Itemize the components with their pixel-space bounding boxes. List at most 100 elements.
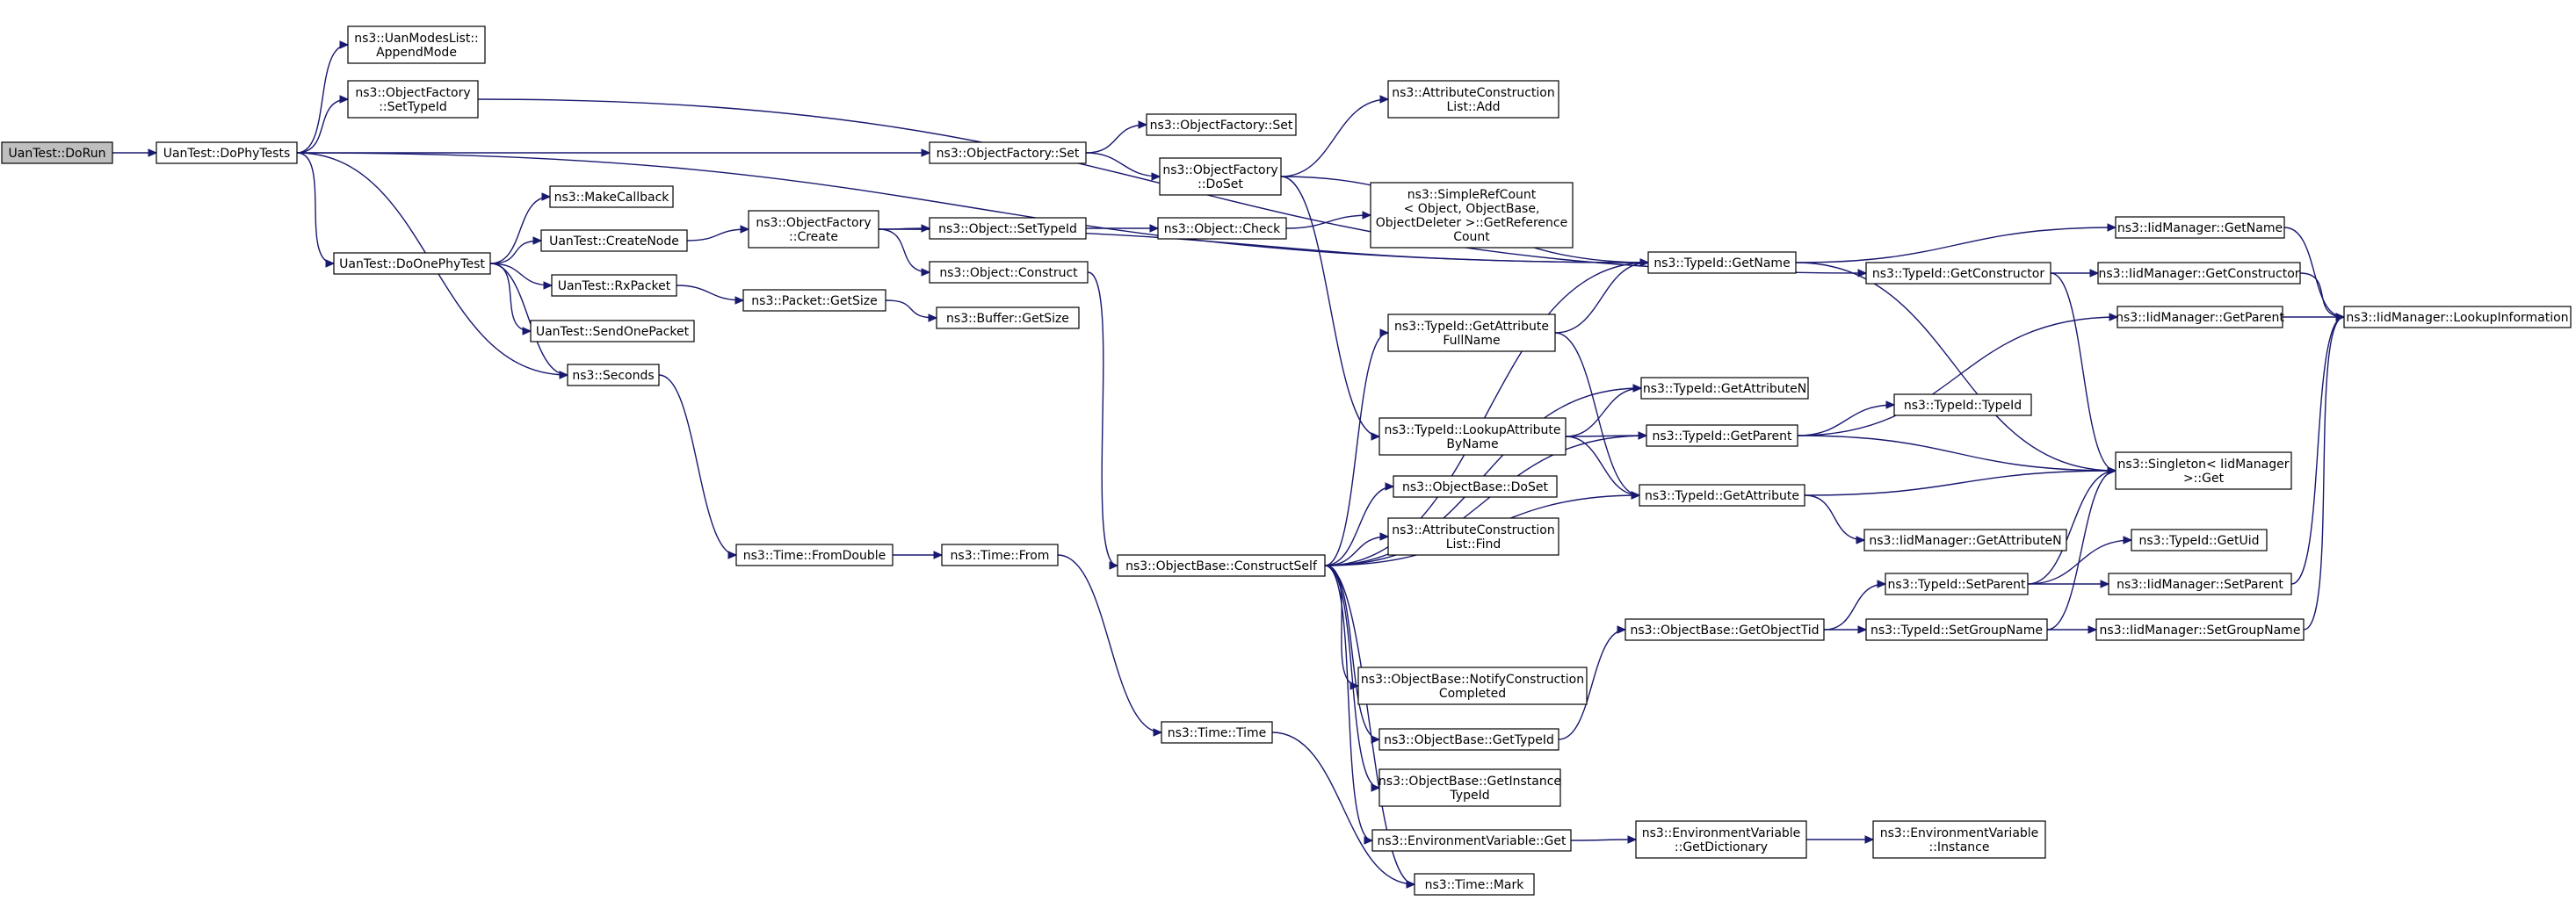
node-obgetobjecttid[interactable]: ns3::ObjectBase::GetObjectTid [1624,618,1825,641]
node-tidsetparent[interactable]: ns3::TypeId::SetParent [1885,573,2029,595]
node-box[interactable] [936,306,1080,329]
node-objsettypeid[interactable]: ns3::Object::SetTypeId [929,217,1087,240]
node-singleton[interactable]: ns3::Singleton< IidManager>::Get [2115,451,2292,490]
node-ofset[interactable]: ns3::ObjectFactory::Set [929,141,1087,164]
node-iidsetparent[interactable]: ns3::IidManager::SetParent [2108,573,2292,595]
node-constructself[interactable]: ns3::ObjectBase::ConstructSelf [1117,554,1326,577]
node-iidgetparent[interactable]: ns3::IidManager::GetParent [2116,306,2284,328]
node-box[interactable] [1157,217,1287,240]
node-box[interactable] [1863,529,2067,551]
node-box[interactable] [551,274,677,297]
node-obgettypeid[interactable]: ns3::ObjectBase::GetTypeId [1378,728,1559,751]
node-box[interactable] [2097,262,2301,285]
node-box[interactable] [1370,182,1574,249]
node-box[interactable] [530,320,695,342]
node-box[interactable] [1378,417,1567,456]
node-box[interactable] [1393,475,1558,498]
node-sendonepacket[interactable]: UanTest::SendOnePacket [530,320,695,342]
node-box[interactable] [929,141,1087,164]
node-envget[interactable]: ns3::EnvironmentVariable::Get [1371,829,1572,852]
node-ofdoset[interactable]: ns3::ObjectFactory::DoSet [1159,157,1282,196]
node-tidsetgroupname[interactable]: ns3::TypeId::SetGroupName [1865,618,2048,641]
node-iidgetname[interactable]: ns3::IidManager::GetName [2115,216,2285,239]
node-box[interactable] [941,544,1059,566]
node-box[interactable] [742,289,886,312]
node-box[interactable] [1865,618,2048,641]
node-box[interactable] [1865,262,2051,285]
node-box[interactable] [540,229,688,252]
node-iidgetattrn[interactable]: ns3::IidManager::GetAttributeN [1863,529,2067,551]
node-box[interactable] [567,364,660,386]
node-doonephytest[interactable]: UanTest::DoOnePhyTest [333,252,491,275]
node-box[interactable] [1893,393,2032,416]
node-makecallback[interactable]: ns3::MakeCallback [549,185,674,208]
node-iidgetconstructor[interactable]: ns3::IidManager::GetConstructor [2097,262,2301,285]
node-dophytests[interactable]: UanTest::DoPhyTests [156,141,298,164]
node-box[interactable] [1647,251,1797,274]
node-box[interactable] [929,217,1087,240]
node-box[interactable] [1387,80,1559,119]
node-createnode[interactable]: UanTest::CreateNode [540,229,688,252]
node-timefrom[interactable]: ns3::Time::From [941,544,1059,566]
node-appendmode[interactable]: ns3::UanModesList::AppendMode [347,25,486,64]
node-envgetdict[interactable]: ns3::EnvironmentVariable::GetDictionary [1635,820,1807,859]
node-timetime[interactable]: ns3::Time::Time [1161,721,1273,744]
node-box[interactable] [347,25,486,64]
node-box[interactable] [1159,157,1282,196]
node-box[interactable] [2343,306,2572,328]
node-tidgetattr[interactable]: ns3::TypeId::GetAttribute [1639,484,1805,507]
node-timefromdouble[interactable]: ns3::Time::FromDouble [735,544,894,566]
node-envinstance[interactable]: ns3::EnvironmentVariable::Instance [1872,820,2046,859]
node-seconds[interactable]: ns3::Seconds [567,364,660,386]
node-box[interactable] [1872,820,2046,859]
node-box[interactable] [2117,306,2283,328]
node-tidgetname[interactable]: ns3::TypeId::GetName [1647,251,1797,274]
node-rxpacket[interactable]: UanTest::RxPacket [551,274,677,297]
node-box[interactable] [929,261,1089,284]
node-box[interactable] [2115,216,2285,239]
node-box[interactable] [2108,573,2292,595]
node-tidgetattrn[interactable]: ns3::TypeId::GetAttributeN [1640,377,1809,400]
node-simplerefcount[interactable]: ns3::SimpleRefCount< Object, ObjectBase,… [1370,182,1574,249]
node-box[interactable] [549,185,674,208]
node-box[interactable] [1161,721,1273,744]
node-box[interactable] [1639,484,1805,507]
node-box[interactable] [1885,573,2029,595]
node-objcheck[interactable]: ns3::Object::Check [1157,217,1287,240]
node-ofsettypeid[interactable]: ns3::ObjectFactory::SetTypeId [347,80,479,119]
node-box[interactable] [735,544,894,566]
node-box[interactable] [1414,873,1535,896]
node-box[interactable] [1640,377,1809,400]
node-box[interactable] [1378,728,1559,751]
node-box[interactable] [1,141,113,164]
node-timemark[interactable]: ns3::Time::Mark [1414,873,1535,896]
node-box[interactable] [2095,618,2305,641]
node-box[interactable] [1635,820,1807,859]
node-tidgetparent[interactable]: ns3::TypeId::GetParent [1646,424,1798,447]
node-box[interactable] [1371,829,1572,852]
node-ofcreate[interactable]: ns3::ObjectFactory::Create [748,210,879,249]
node-box[interactable] [1117,554,1326,577]
node-obnotify[interactable]: ns3::ObjectBase::NotifyConstructionCompl… [1357,667,1588,705]
node-dorun[interactable]: UanTest::DoRun [1,141,113,164]
node-iidlookup[interactable]: ns3::IidManager::LookupInformation [2343,306,2572,328]
node-tidgetuid[interactable]: ns3::TypeId::GetUid [2131,529,2268,551]
node-box[interactable] [1624,618,1825,641]
node-box[interactable] [1146,113,1297,136]
node-iidsetgroupname[interactable]: ns3::IidManager::SetGroupName [2095,618,2305,641]
node-box[interactable] [748,210,879,249]
node-box[interactable] [347,80,479,119]
node-objconstruct[interactable]: ns3::Object::Construct [929,261,1089,284]
node-box[interactable] [156,141,298,164]
node-packetgetsize[interactable]: ns3::Packet::GetSize [742,289,886,312]
node-obdoset[interactable]: ns3::ObjectBase::DoSet [1393,475,1558,498]
node-box[interactable] [2115,451,2292,490]
node-tidtypeid[interactable]: ns3::TypeId::TypeId [1893,393,2032,416]
node-box[interactable] [2131,529,2268,551]
node-box[interactable] [1387,517,1559,556]
